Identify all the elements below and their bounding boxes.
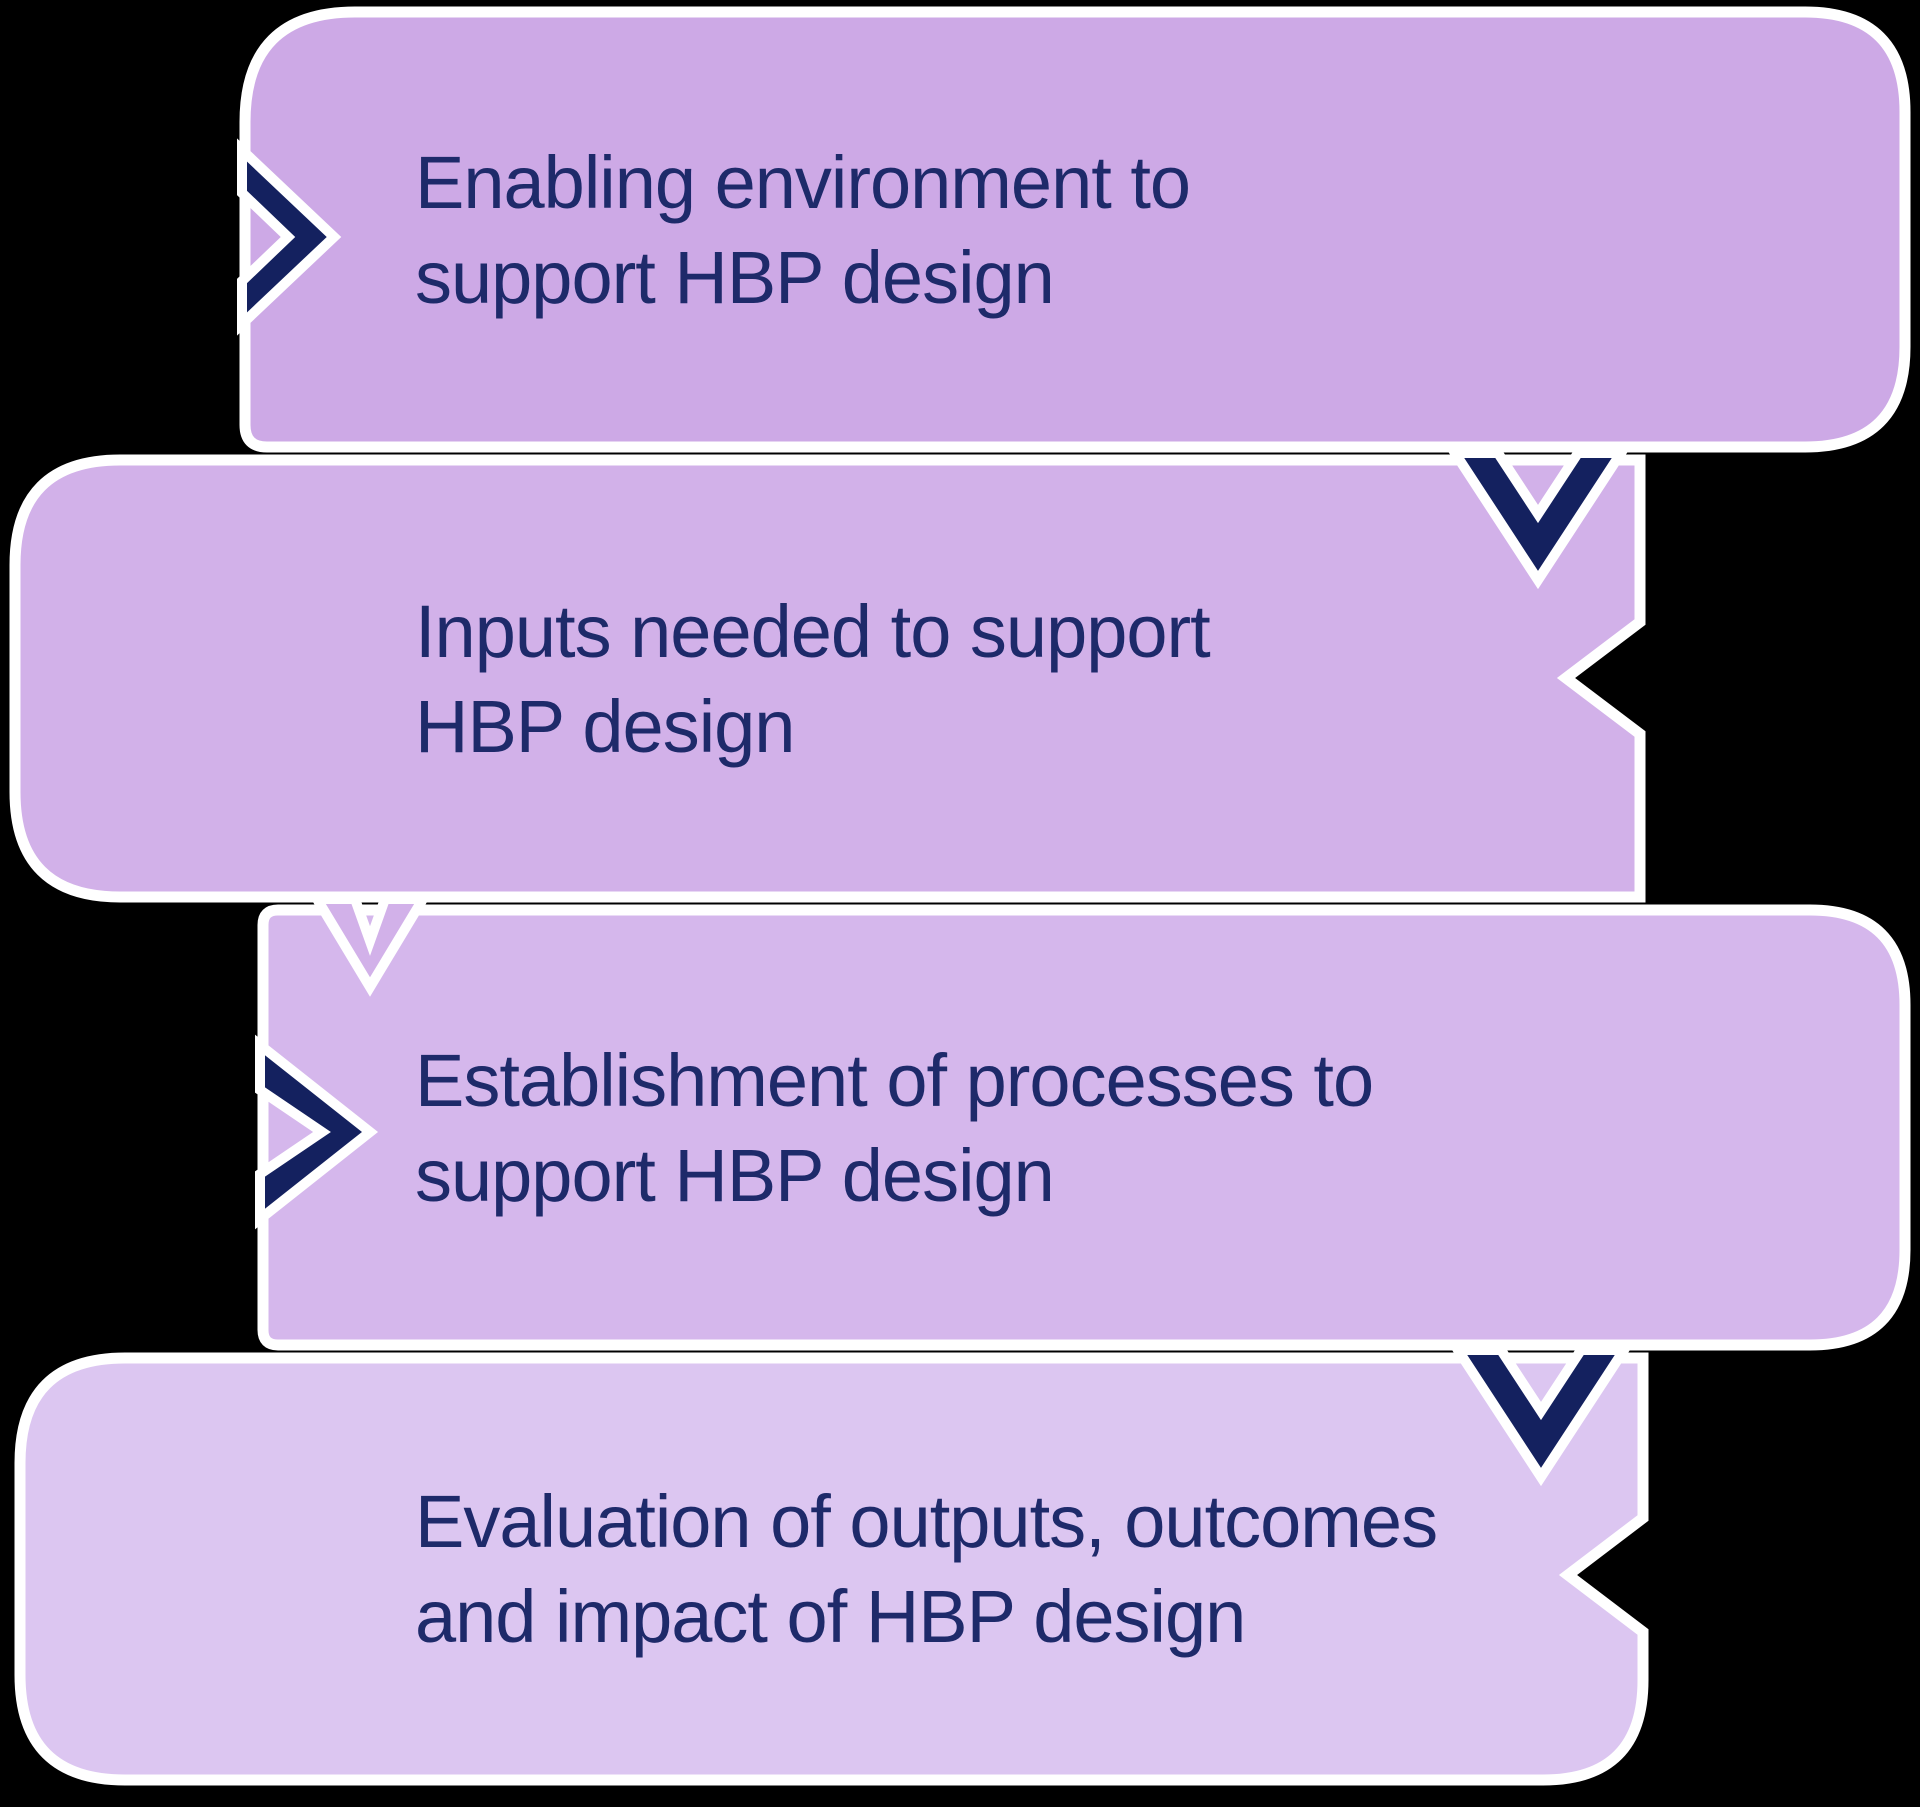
- chevron-down-icon: [1445, 448, 1631, 590]
- box-evaluation: [14, 1352, 1649, 1786]
- chevron-down-icon: [1448, 1345, 1634, 1487]
- box-inputs: [9, 454, 1646, 903]
- chevron-right-icon: [237, 138, 342, 336]
- chevron-right-icon: [255, 1034, 379, 1230]
- box-processes: [257, 904, 1911, 1351]
- chevron-notch-icon: [308, 894, 432, 997]
- box-enabling-environment: [239, 6, 1911, 453]
